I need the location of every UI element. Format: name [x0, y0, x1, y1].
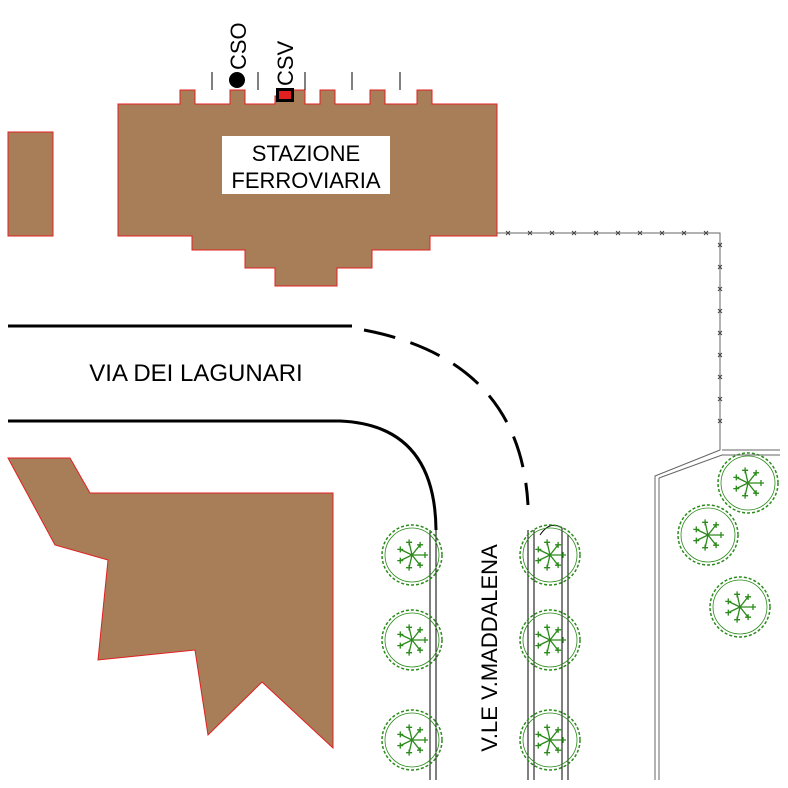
fence-markers [505, 230, 723, 424]
fence-x-mark [717, 286, 723, 292]
csv-marker-inner [279, 91, 291, 99]
tree-icon [519, 609, 581, 671]
road-edge-north-dashed [363, 328, 530, 506]
fence-x-mark [717, 374, 723, 380]
fence-x-mark [717, 418, 723, 424]
fence-x-mark [717, 330, 723, 336]
fence-x-mark [717, 352, 723, 358]
fence-x-mark [681, 230, 687, 236]
tree-icon [381, 609, 443, 671]
fence-x-mark [505, 230, 511, 236]
tree-strip-right [527, 524, 569, 780]
trees [381, 452, 779, 771]
roof-ticks [211, 72, 401, 90]
station-label-line2: FERROVIARIA [231, 168, 380, 193]
tree-icon [717, 452, 779, 514]
tree-icon [519, 709, 581, 771]
building-small-left [7, 131, 54, 237]
station-label-line1: STAZIONE [252, 141, 360, 166]
tree-icon [519, 524, 581, 586]
fence-x-mark [527, 230, 533, 236]
building-large-bottom-left [7, 457, 334, 750]
csv-label: CSV [273, 40, 298, 86]
street-label-via-dei-lagunari: VIA DEI LAGUNARI [89, 360, 302, 387]
station-label-box [222, 136, 390, 194]
fence-line [497, 232, 721, 780]
tree-icon [381, 524, 443, 586]
fence-x-mark [717, 242, 723, 248]
fence-x-mark [571, 230, 577, 236]
fence-line-inner-2 [658, 454, 780, 479]
tree-icon [381, 709, 443, 771]
cso-marker-icon [229, 72, 245, 88]
fence-x-mark [637, 230, 643, 236]
fence-x-mark [717, 264, 723, 270]
street-label-vle-maddalena: V.LE V.MADDALENA [477, 544, 502, 752]
tree-icon [709, 576, 771, 638]
fence-x-mark [659, 230, 665, 236]
fence-x-mark [593, 230, 599, 236]
fence-x-mark [549, 230, 555, 236]
fence-x-mark [703, 230, 709, 236]
cso-label: CSO [226, 22, 251, 70]
fence-x-mark [717, 308, 723, 314]
fence-x-mark [717, 396, 723, 402]
tree-strip-left [429, 530, 437, 780]
fence-x-mark [615, 230, 621, 236]
road-edge-south [8, 419, 438, 531]
tree-icon [677, 504, 739, 566]
